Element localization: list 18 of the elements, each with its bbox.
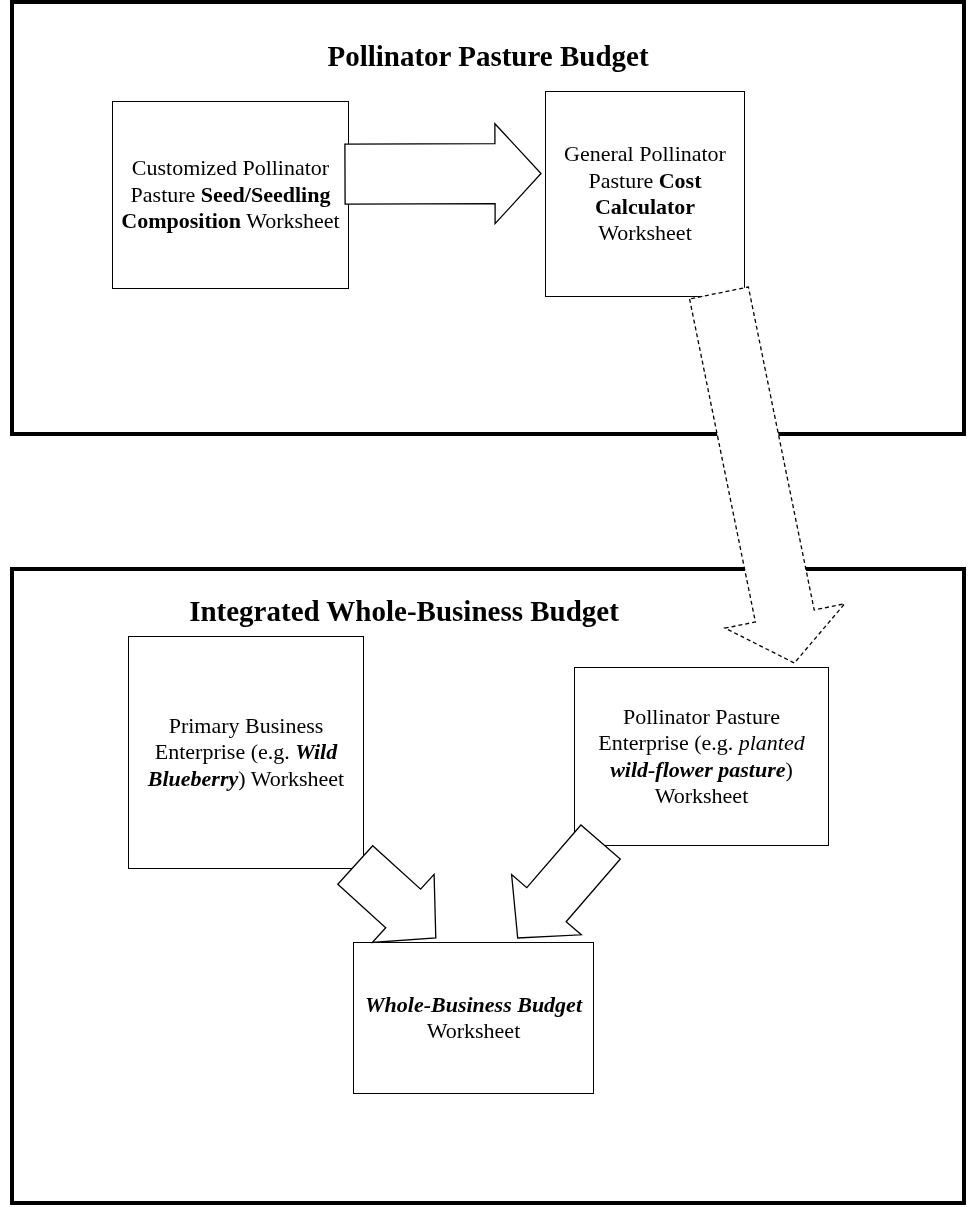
block-arrow (510, 824, 622, 939)
block-arrow (336, 844, 437, 944)
group-title: Integrated Whole-Business Budget (188, 594, 620, 629)
box-text: Whole-Business Budget Worksheet (364, 991, 584, 1045)
box-text: Primary Business Enterprise (e.g. Wild Blueberry) Worksheet (146, 712, 346, 793)
box-text: Customized Pollinator Pasture Seed/Seedling Composition Worksheet (121, 155, 340, 235)
process-box (353, 942, 594, 1094)
group-frame (10, 0, 966, 436)
box-text: Pollinator Pasture Enterprise (e.g. planted wild-flower pasture) Worksheet (597, 703, 806, 810)
block-arrow (688, 286, 847, 664)
process-box (112, 101, 349, 289)
block-arrow (344, 122, 542, 226)
group-title: Pollinator Pasture Budget (326, 39, 650, 74)
group-frame (10, 567, 966, 1205)
box-text: General Pollinator Pasture Cost Calculator Worksheet (563, 141, 727, 247)
process-box (545, 91, 745, 297)
process-box (128, 636, 364, 869)
process-box (574, 667, 829, 846)
